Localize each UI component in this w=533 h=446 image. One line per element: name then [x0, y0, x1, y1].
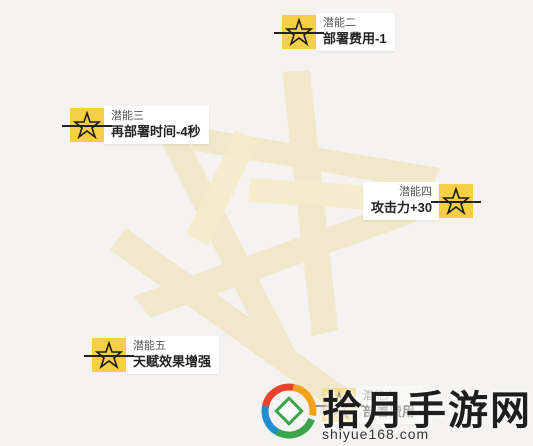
- potential-node-6[interactable]: 潜能六 部署费用: [314, 386, 424, 424]
- shiyue-logo-icon: [261, 383, 317, 439]
- potential-node-4[interactable]: 潜能四 攻击力+30: [363, 182, 482, 220]
- potential-effect: 天赋效果增强: [133, 354, 212, 369]
- star-ribbon: [150, 112, 300, 370]
- star-ribbon: [248, 178, 374, 210]
- potential-node-3[interactable]: 潜能三 再部署时间-4秒: [62, 106, 209, 144]
- potential-effect: 攻击力+30: [371, 200, 433, 215]
- potential-label-3: 潜能三 再部署时间-4秒: [104, 106, 209, 144]
- star-ribbon: [110, 228, 352, 412]
- potential-label-2: 潜能二 部署费用-1: [316, 13, 395, 51]
- potential-tier: 潜能二: [323, 17, 356, 29]
- potential-label-6: 潜能六 部署费用: [356, 386, 424, 424]
- pentagram-icon: [84, 338, 134, 372]
- potential-effect: 部署费用-1: [323, 31, 387, 46]
- potential-effect: 部署费用: [363, 404, 416, 419]
- potential-label-4: 潜能四 攻击力+30: [363, 182, 440, 220]
- potential-tier: 潜能三: [111, 110, 144, 122]
- potential-label-5: 潜能五 天赋效果增强: [126, 336, 220, 374]
- potential-tier: 潜能六: [363, 390, 396, 402]
- pentagram-icon: [62, 108, 112, 142]
- pentagram-icon: [314, 388, 364, 422]
- star-ribbon: [134, 200, 416, 318]
- pentagram-icon: [431, 184, 482, 218]
- site-watermark: 拾月手游网 shiyue168.com: [256, 378, 533, 446]
- potential-tier: 潜能四: [399, 186, 433, 198]
- pentagram-icon: [274, 15, 324, 49]
- watermark-url: shiyue168.com: [322, 426, 430, 442]
- watermark-title: 拾月手游网: [322, 388, 532, 433]
- potential-node-5[interactable]: 潜能五 天赋效果增强: [84, 336, 220, 374]
- star-ribbon: [186, 130, 258, 246]
- potential-tier: 潜能五: [133, 340, 166, 352]
- potential-effect: 再部署时间-4秒: [111, 124, 201, 139]
- potential-node-2[interactable]: 潜能二 部署费用-1: [274, 13, 395, 51]
